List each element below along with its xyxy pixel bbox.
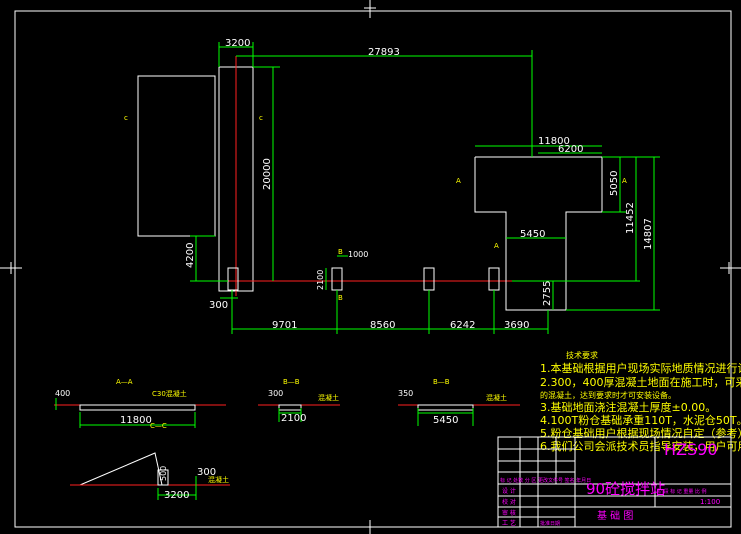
tb-product: 90砼搅拌站 xyxy=(586,480,665,498)
marker-c-mid: c xyxy=(259,114,263,122)
tb-header: 标 记 处数 分 区 更改文件号 签名 年月日 xyxy=(500,477,591,484)
dim-right-inner: 6200 xyxy=(558,144,583,155)
section-aa xyxy=(54,398,226,428)
section-aa-height: 400 xyxy=(55,389,70,398)
dim-left-height: 20000 xyxy=(262,158,273,190)
tb-row-review: 审 核 xyxy=(502,509,516,517)
tb-row-check: 校 对 xyxy=(502,498,516,506)
dim-pier-h: 2100 xyxy=(316,270,325,290)
section-cc xyxy=(70,452,230,500)
dim-left-pad: 300 xyxy=(209,300,228,311)
section-cc-material: 混凝土 xyxy=(208,475,229,484)
notes-title: 技术要求 xyxy=(566,350,598,360)
section-cc-title: C—C xyxy=(150,422,167,430)
section-cc-h1: 300 xyxy=(197,467,216,478)
tb-info: 阶 段 标 记 重量 比 例 xyxy=(657,488,707,495)
tb-scale: 1:100 xyxy=(700,498,720,506)
pier-1 xyxy=(227,267,239,291)
dim-pier-w: 1000 xyxy=(348,250,368,259)
marker-b-bottom: B xyxy=(338,294,343,302)
dim-r2: 11452 xyxy=(625,202,636,234)
note-4: 4.100T粉仓基础承重110T，水泥仓50T。 xyxy=(540,413,741,427)
pier-4 xyxy=(488,267,500,291)
section-bb-title: B—B xyxy=(283,378,300,386)
section-bb2-title: B—B xyxy=(433,378,450,386)
note-2b: 的混凝土，达到要求时才可安装设备。 xyxy=(540,390,676,400)
dim-span-2: 8560 xyxy=(370,320,395,331)
note-1: 1.本基础根据用户现场实际地质情况进行设计，施工前请先确认土质情况。 xyxy=(540,361,741,375)
dim-left-offset: 4200 xyxy=(185,243,196,268)
marker-a-right-2: A xyxy=(622,177,627,185)
section-bb xyxy=(258,404,340,422)
tb-row-design: 设 计 xyxy=(502,487,516,495)
section-bb-material: 混凝土 xyxy=(318,393,339,402)
dim-span-3: 6242 xyxy=(450,320,475,331)
section-bb2-length: 5450 xyxy=(433,415,458,426)
section-bb2 xyxy=(398,404,520,426)
dim-r1: 5050 xyxy=(609,171,620,196)
note-3: 3.基础地面浇注混凝土厚度±0.00。 xyxy=(540,400,716,414)
section-bb2-height: 350 xyxy=(398,389,413,398)
left-block xyxy=(137,75,216,237)
title-block xyxy=(497,436,732,528)
section-bb-length: 2100 xyxy=(281,413,306,424)
section-cc-length: 3200 xyxy=(164,490,189,501)
plan-view xyxy=(137,42,660,334)
marker-a-right: A xyxy=(456,177,461,185)
note-5: 5.粉仓基础用户根据现场情况自定（参考） xyxy=(540,426,741,440)
dim-top-width: 3200 xyxy=(225,38,250,49)
dim-right-width: 11800 xyxy=(538,136,570,147)
tb-drawing: 基 础 图 xyxy=(597,509,633,522)
dim-span-4: 3690 xyxy=(504,320,529,331)
dim-total-length: 27893 xyxy=(368,47,400,58)
section-aa-length: 11800 xyxy=(120,415,152,426)
tb-model: HZS90 xyxy=(664,440,718,459)
note-6: 6.我们公司会派技术员指导安装，用户可用砂石或混凝土填充 xyxy=(540,439,741,453)
pier-2 xyxy=(331,267,343,291)
tb-row-process: 工 艺 xyxy=(502,519,516,527)
section-cc-h2: 500 xyxy=(159,466,168,481)
dim-r3: 14807 xyxy=(643,218,654,250)
marker-a-neck: A xyxy=(494,242,499,250)
pier-3 xyxy=(423,267,435,291)
section-aa-title: A—A xyxy=(116,378,133,386)
section-bb-height: 300 xyxy=(268,389,283,398)
dim-neck-width: 5450 xyxy=(520,229,545,240)
tb-approve-date: 批准日期 xyxy=(540,520,560,527)
dim-span-1: 9701 xyxy=(272,320,297,331)
section-bb2-material: 混凝土 xyxy=(486,393,507,402)
marker-b-top: B xyxy=(338,248,343,256)
section-aa-material: C30混凝土 xyxy=(152,389,187,398)
marker-c-left: c xyxy=(124,114,128,122)
dim-neck-height: 2755 xyxy=(542,281,553,306)
note-2: 2.300，400厚混凝土地面在施工时，可采用C30以上 xyxy=(540,375,741,389)
